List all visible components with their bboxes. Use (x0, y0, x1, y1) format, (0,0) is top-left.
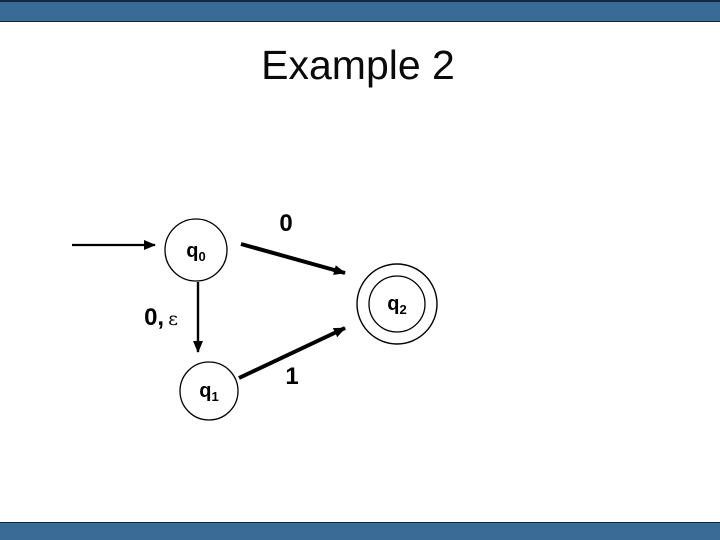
state-label-q1-sub: 1 (211, 389, 219, 404)
state-label-q1: q1 (199, 380, 218, 404)
state-label-q0-base: q (186, 240, 199, 262)
state-q1-circle (179, 361, 239, 421)
transition-label-q0-q1: 0,ε (144, 304, 178, 332)
state-label-q0: q0 (186, 240, 205, 264)
state-label-q1-base: q (199, 380, 212, 402)
state-label-q2-base: q (387, 293, 400, 315)
state-q2-inner-circle (368, 275, 426, 333)
state-q0-circle (164, 218, 228, 282)
transition-arrow-q1-q2 (238, 326, 346, 380)
transition-arrow-q0-q2 (240, 242, 346, 275)
state-label-q2: q2 (387, 293, 406, 317)
transition-label-q0-q2: 0 (279, 210, 293, 237)
epsilon-symbol: ε (168, 308, 178, 330)
slide-title: Example 2 (261, 42, 455, 88)
state-label-q2-sub: 2 (399, 302, 407, 317)
state-label-q0-sub: 0 (198, 249, 206, 264)
bottom-accent-bar (0, 522, 720, 540)
top-accent-bar (0, 0, 720, 22)
transition-label-q0-q1-symbol: 0, (144, 304, 165, 331)
transition-label-q1-q2: 1 (285, 363, 299, 390)
